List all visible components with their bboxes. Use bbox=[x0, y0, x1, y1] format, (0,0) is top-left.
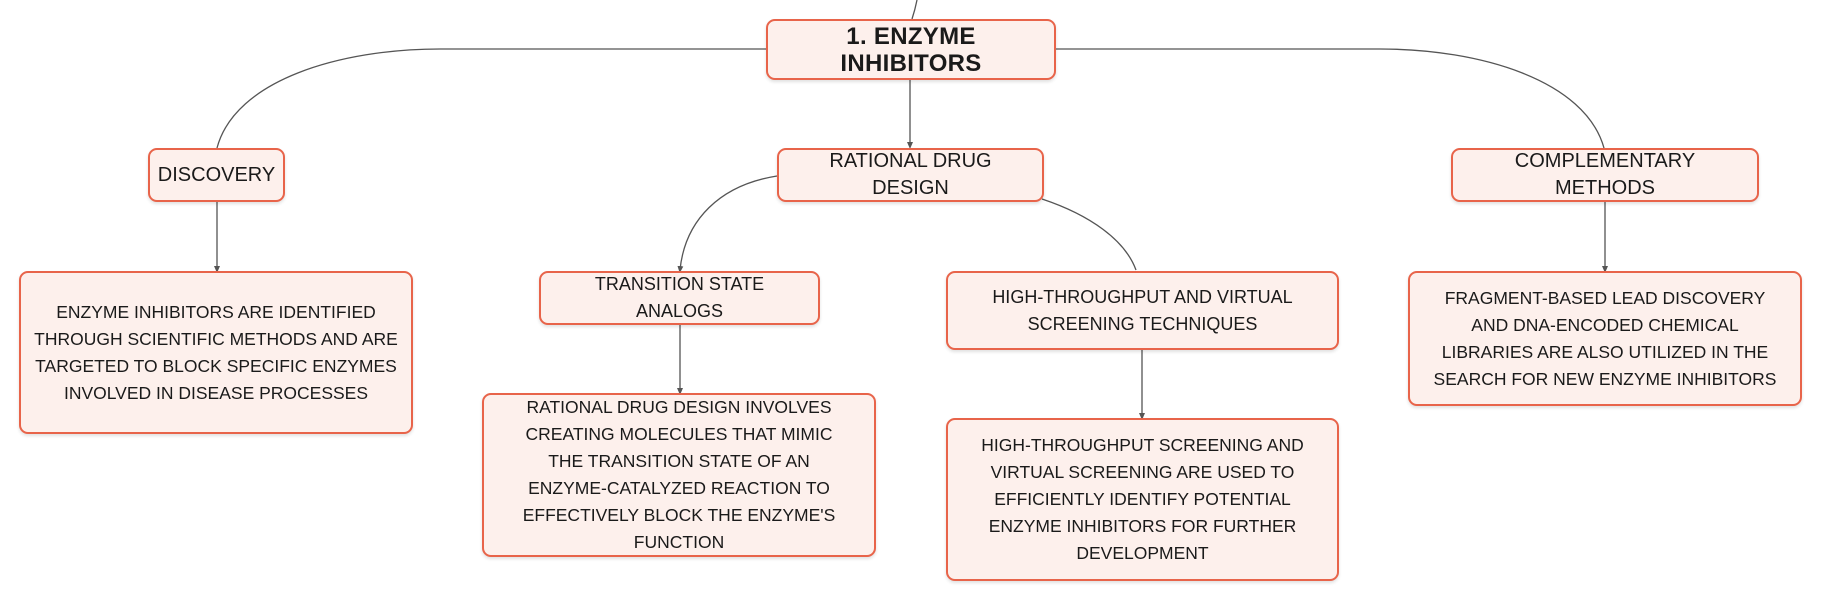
complementary-methods-node-label: COMPLEMENTARY METHODS bbox=[1514, 150, 1696, 199]
complementary-methods-node[interactable]: COMPLEMENTARY METHODS bbox=[1451, 148, 1759, 202]
complementary-description-text: FRAGMENT-BASED LEAD DISCOVERY AND DNA-EN… bbox=[1433, 287, 1777, 389]
screening-techniques-node-label: HIGH-THROUGHPUT AND VIRTUAL SCREENING TE… bbox=[992, 286, 1293, 334]
connector-root-to-complementary bbox=[1056, 48, 1605, 149]
root-node-label: 1. ENZYME INHIBITORS bbox=[840, 22, 982, 77]
transition-state-analogs-node[interactable]: TRANSITION STATE ANALOGS bbox=[539, 271, 820, 325]
screening-techniques-node[interactable]: HIGH-THROUGHPUT AND VIRTUAL SCREENING TE… bbox=[946, 271, 1339, 350]
discovery-description-text: ENZYME INHIBITORS ARE IDENTIFIED THROUGH… bbox=[34, 301, 398, 403]
connector-root-to-discovery bbox=[216, 48, 766, 149]
transition-state-description-text: RATIONAL DRUG DESIGN INVOLVES CREATING M… bbox=[522, 397, 836, 552]
screening-description-node[interactable]: HIGH-THROUGHPUT SCREENING AND VIRTUAL SC… bbox=[946, 418, 1339, 581]
root-node[interactable]: 1. ENZYME INHIBITORS bbox=[766, 19, 1056, 80]
connector-parent-stub bbox=[911, 0, 918, 20]
connector-rational-to-hts bbox=[1041, 198, 1137, 271]
transition-state-description-node[interactable]: RATIONAL DRUG DESIGN INVOLVES CREATING M… bbox=[482, 393, 876, 557]
screening-description-text: HIGH-THROUGHPUT SCREENING AND VIRTUAL SC… bbox=[981, 435, 1304, 563]
rational-drug-design-node-label: RATIONAL DRUG DESIGN bbox=[829, 150, 992, 199]
discovery-node[interactable]: DISCOVERY bbox=[148, 148, 285, 202]
rational-drug-design-node[interactable]: RATIONAL DRUG DESIGN bbox=[777, 148, 1044, 202]
transition-state-analogs-node-label: TRANSITION STATE ANALOGS bbox=[594, 274, 765, 321]
connector-rational-to-transition bbox=[677, 175, 778, 273]
complementary-description-node[interactable]: FRAGMENT-BASED LEAD DISCOVERY AND DNA-EN… bbox=[1408, 271, 1802, 406]
discovery-node-label: DISCOVERY bbox=[157, 163, 276, 186]
discovery-description-node[interactable]: ENZYME INHIBITORS ARE IDENTIFIED THROUGH… bbox=[19, 271, 413, 434]
